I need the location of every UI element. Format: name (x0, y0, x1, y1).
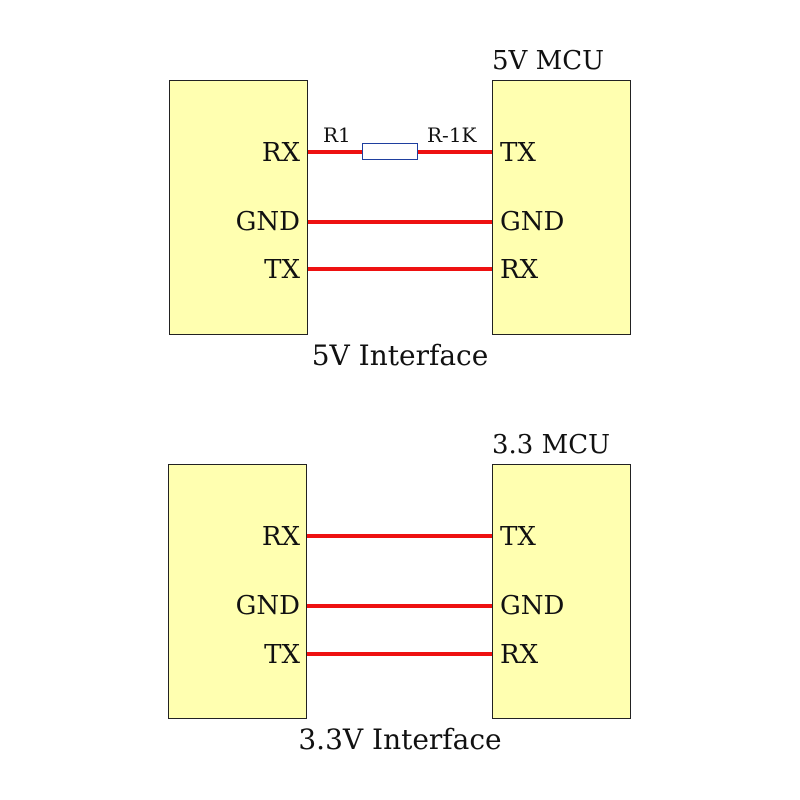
mcu-pin-gnd: GND (500, 591, 565, 621)
mcu-pin-tx: TX (500, 138, 536, 168)
interface-caption: 5V Interface (311, 339, 489, 372)
left-pin-tx: TX (264, 255, 300, 285)
mcu-title: 5V MCU (492, 46, 605, 76)
wire-rx-tx (307, 534, 492, 538)
mcu-pin-tx: TX (500, 522, 536, 552)
resistor-value-label: R-1K (427, 123, 477, 147)
resistor-label: R1 (323, 123, 351, 147)
mcu-box (492, 80, 631, 335)
left-device-box (168, 464, 307, 719)
left-pin-rx: RX (261, 138, 300, 168)
mcu-pin-gnd: GND (500, 207, 565, 237)
mcu-pin-rx: RX (500, 640, 539, 670)
resistor-r1 (362, 143, 418, 160)
left-pin-rx: RX (261, 522, 300, 552)
wire-gnd (307, 604, 492, 608)
left-device-box (169, 80, 308, 335)
left-pin-tx: TX (264, 640, 300, 670)
interface-caption: 3.3V Interface (298, 723, 502, 756)
mcu-title: 3.3 MCU (492, 430, 611, 460)
mcu-pin-rx: RX (500, 255, 539, 285)
left-pin-gnd: GND (235, 591, 300, 621)
left-pin-gnd: GND (235, 207, 300, 237)
wire-tx-rx (307, 652, 492, 656)
mcu-box (492, 464, 631, 719)
wire-gnd (308, 220, 492, 224)
wire-tx-rx (308, 267, 492, 271)
